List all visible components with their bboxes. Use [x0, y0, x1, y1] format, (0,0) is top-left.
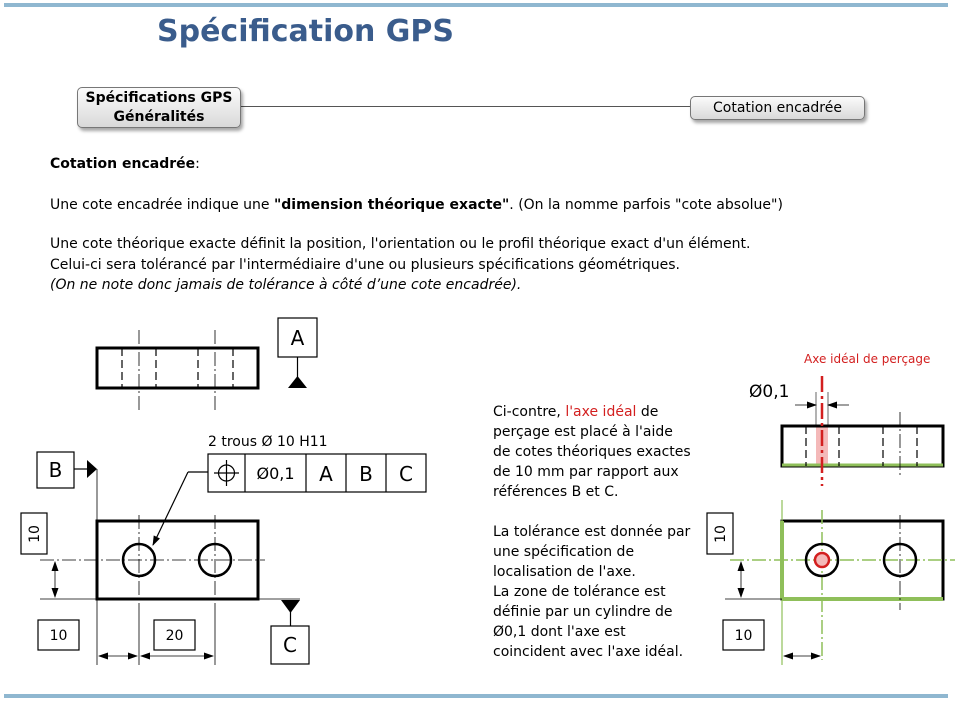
top-bar — [4, 3, 948, 7]
right-dim-vertical-box — [706, 512, 734, 555]
paragraph-1-bold: "dimension théorique exacte" — [273, 197, 510, 213]
explanation-p3: La zone de tolérance est définie par un … — [493, 584, 684, 660]
datum-c-triangle — [281, 600, 300, 613]
right-drawing: Axe idéal de perçage Ø0,1 — [706, 352, 955, 665]
page-title: Spécification GPS — [157, 14, 455, 49]
front-view-plate — [95, 519, 260, 601]
tolerance-zone-circle — [813, 551, 831, 569]
datum-a-label: A — [291, 326, 305, 350]
axis-lines — [40, 330, 265, 610]
top-view-plate — [95, 346, 260, 390]
ideal-axis-highlight: l'axe idéal — [565, 404, 637, 420]
breadcrumb-parent-line2: Généralités — [113, 109, 205, 125]
breadcrumb-connector — [241, 106, 690, 107]
explanation-text: Ci-contre, l'axe idéal de perçage est pl… — [493, 402, 693, 662]
datum-b-triangle — [87, 460, 97, 478]
right-hole-1 — [804, 542, 840, 578]
datum-c-box — [270, 625, 310, 665]
section-heading: Cotation encadrée: — [50, 156, 200, 172]
dim-horizontal-text-2: 20 — [166, 628, 184, 644]
paragraph-1-end: . (On la nomme parfois "cote absolue") — [509, 197, 783, 213]
dim-horizontal-text-1: 10 — [50, 628, 68, 644]
datum-a-triangle — [288, 376, 307, 388]
right-hidden-lines — [805, 426, 918, 466]
tolerance-frame: Ø0,1 A B C — [207, 453, 427, 493]
top-view-hidden-lines — [121, 348, 234, 388]
leader-line — [152, 471, 189, 546]
left-drawing: A B C 2 trous Ø 10 H11 — [20, 317, 427, 665]
breadcrumb-current-button[interactable]: Cotation encadrée — [690, 96, 865, 120]
hole-1 — [121, 542, 157, 578]
frame-tolerance: Ø0,1 — [256, 464, 294, 483]
right-tolerance-label: Ø0,1 — [749, 382, 789, 402]
bottom-bar — [4, 694, 948, 698]
right-dim-horizontal-box — [722, 619, 765, 651]
datum-b-box — [36, 451, 75, 489]
frame-ref-2: B — [359, 462, 373, 486]
paragraph-2-line-2: Celui-ci sera tolérancé par l'intermédia… — [50, 257, 680, 273]
breadcrumb-parent-button[interactable]: Spécifications GPS Généralités — [77, 87, 241, 128]
paragraph-1: Une cote encadrée indique une "dimension… — [50, 197, 783, 213]
datum-a-box — [277, 317, 318, 358]
right-hole-2 — [882, 542, 918, 578]
hole-2 — [197, 542, 233, 578]
right-dim-vertical-text: 10 — [713, 525, 729, 543]
ideal-axis-label: Axe idéal de perçage — [804, 352, 930, 366]
right-dim-horizontal-text: 10 — [735, 628, 753, 644]
explanation-p2: La tolérance est donnée par une spécific… — [493, 524, 691, 580]
paragraph-2-line-3: (On ne note donc jamais de tolérance à c… — [50, 277, 522, 293]
dim-vertical-text: 10 — [27, 525, 43, 543]
datum-b-label: B — [49, 458, 63, 482]
breadcrumb-current-label: Cotation encadrée — [712, 100, 842, 116]
section-heading-colon: : — [195, 156, 200, 172]
position-symbol-icon — [214, 460, 239, 486]
section-heading-text: Cotation encadrée — [50, 156, 196, 172]
frame-ref-1: A — [319, 462, 333, 486]
breadcrumb-parent-line1: Spécifications GPS — [85, 90, 233, 106]
frame-ref-3: C — [399, 462, 413, 486]
paragraph-1-start: Une cote encadrée indique une — [50, 197, 274, 213]
dim-vertical-box — [20, 512, 48, 555]
explanation-p1: Ci-contre, l'axe idéal de perçage est pl… — [493, 404, 691, 500]
paragraph-2-line-1: Une cote théorique exacte définit la pos… — [50, 236, 751, 252]
dim-horizontal-box-1 — [37, 619, 80, 651]
dim-horizontal-box-2 — [153, 619, 196, 651]
hole-note: 2 trous Ø 10 H11 — [208, 434, 328, 450]
datum-c-label: C — [283, 633, 297, 657]
